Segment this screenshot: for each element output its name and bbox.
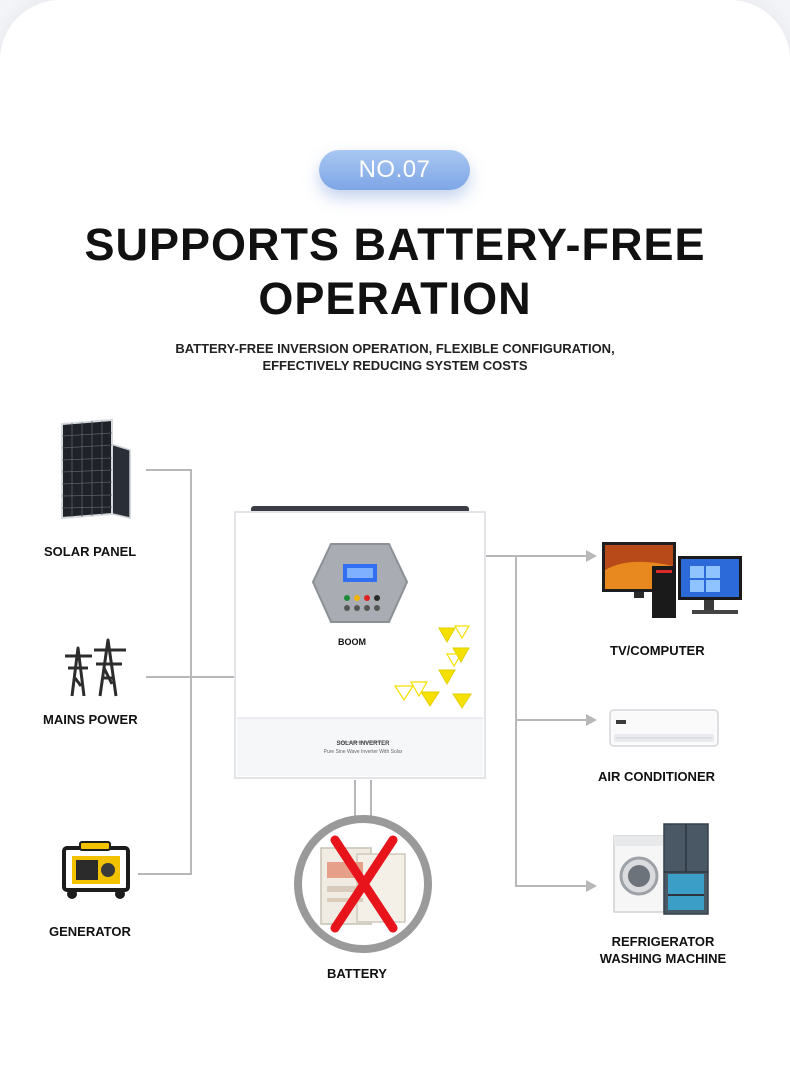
arrow-ac-icon — [586, 714, 597, 726]
load-bus-line — [515, 556, 586, 887]
subtitle-line-1: BATTERY-FREE INVERSION OPERATION, FLEXIB… — [175, 341, 615, 356]
arrow-fridge-icon — [586, 880, 597, 892]
battery-crossed-icon — [294, 815, 432, 953]
solar-panel-label: SOLAR PANEL — [44, 544, 137, 559]
subtitle-line-2: EFFECTIVELY REDUCING SYSTEM COSTS — [262, 358, 528, 373]
solar-panel-icon — [61, 418, 131, 520]
inverter-tagline: Pure Sine Wave Inverter With Solar — [323, 749, 403, 755]
title-line-2: OPERATION — [258, 273, 532, 324]
source-bus-line — [138, 469, 192, 875]
inverter-brand: BOOM — [338, 637, 366, 647]
power-tower-icon — [65, 638, 126, 697]
refrigerator-washing-label: REFRIGERATOR WASHING MACHINE — [590, 933, 736, 967]
washing-machine-label: WASHING MACHINE — [599, 951, 727, 966]
air-conditioner-label: AIR CONDITIONER — [598, 769, 715, 784]
page-subtitle: BATTERY-FREE INVERSION OPERATION, FLEXIB… — [0, 340, 790, 374]
tv-computer-label: TV/COMPUTER — [610, 643, 705, 658]
inverter-icon — [234, 506, 486, 779]
mains-power-label: MAINS POWER — [43, 712, 138, 727]
air-conditioner-icon — [609, 709, 719, 747]
generator-label: GENERATOR — [49, 924, 131, 939]
page-title: SUPPORTS BATTERY-FREE OPERATION — [0, 218, 790, 326]
battery-label: BATTERY — [327, 966, 387, 981]
tv-computer-icon — [602, 542, 742, 618]
section-badge: NO.07 — [319, 150, 470, 190]
inverter-model: SOLAR INVERTER — [336, 741, 390, 747]
arrow-tv-icon — [586, 550, 597, 562]
refrigerator-label: REFRIGERATOR — [611, 934, 715, 949]
generator-icon — [62, 841, 130, 899]
washer-fridge-icon — [613, 823, 709, 915]
title-line-1: SUPPORTS BATTERY-FREE — [84, 219, 706, 270]
